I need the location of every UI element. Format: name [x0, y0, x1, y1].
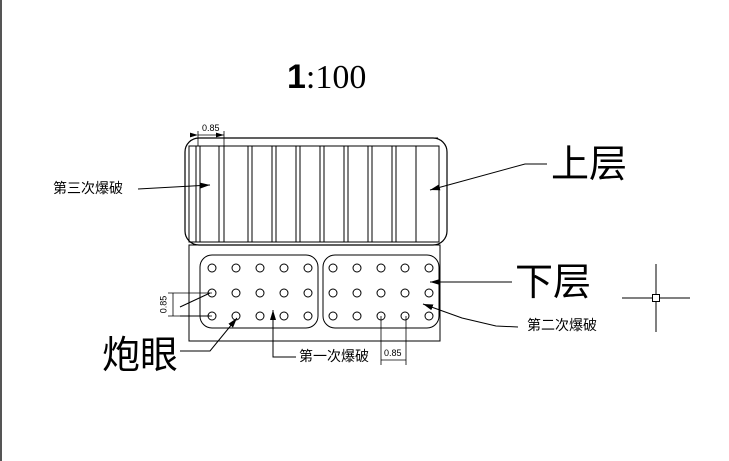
- hole-group-left: [199, 254, 319, 329]
- leader-third-blast: [137, 182, 211, 190]
- leader-blasthole-1: [179, 292, 211, 308]
- blasthole: [255, 263, 265, 273]
- lower-layer-label: 下层: [515, 260, 592, 304]
- blasthole: [352, 288, 362, 298]
- blasthole: [207, 263, 217, 273]
- dimension-top: [190, 131, 225, 146]
- blasthole: [279, 288, 289, 298]
- second-blast-label: 第二次爆破: [527, 318, 597, 334]
- scale-ratio-denominator: :100: [305, 59, 367, 96]
- blasthole: [303, 311, 313, 321]
- dimension-bottom-value: 0.85: [384, 348, 402, 358]
- blasthole: [303, 288, 313, 298]
- blasthole: [279, 263, 289, 273]
- dimension-top-value: 0.85: [202, 123, 220, 133]
- dimension-left: [168, 292, 212, 317]
- blasthole: [400, 311, 410, 321]
- dimension-bottom: [380, 316, 407, 365]
- upper-layer-strips: [195, 146, 417, 242]
- blasthole: [400, 288, 410, 298]
- blasthole: [328, 263, 338, 273]
- viewport-left-border: [0, 0, 2, 461]
- leader-blasthole: [180, 317, 238, 352]
- blasthole: [424, 288, 434, 298]
- third-blast-label: 第三次爆破: [53, 181, 123, 197]
- blasthole: [328, 311, 338, 321]
- blasthole: [279, 311, 289, 321]
- blasthole: [231, 263, 241, 273]
- blasthole: [400, 263, 410, 273]
- crosshair-cursor-icon: [622, 264, 690, 332]
- blasthole-grid: [207, 263, 434, 321]
- blasthole: [424, 263, 434, 273]
- blasthole: [231, 288, 241, 298]
- upper-layer-label: 上层: [551, 142, 628, 186]
- blasthole: [424, 311, 434, 321]
- upper-layer-inner: [188, 145, 440, 243]
- leader-second-blast: [422, 303, 519, 328]
- lower-layer-outline: [188, 244, 441, 342]
- blasthole: [255, 311, 265, 321]
- leader-upper-layer: [429, 163, 547, 191]
- blasthole: [376, 263, 386, 273]
- leader-first-blast: [270, 310, 296, 358]
- dimension-left-value: 0.85: [158, 295, 169, 314]
- blasthole: [303, 263, 313, 273]
- blasthole: [255, 288, 265, 298]
- blasthole: [352, 311, 362, 321]
- scale-ratio-numerator: 1: [287, 58, 306, 96]
- blasthole: [376, 288, 386, 298]
- blasthole: [328, 288, 338, 298]
- blasthole: [352, 263, 362, 273]
- blasthole-label: 炮眼: [102, 333, 179, 377]
- first-blast-label: 第一次爆破: [299, 349, 369, 365]
- scale-label: 1:100: [287, 60, 366, 95]
